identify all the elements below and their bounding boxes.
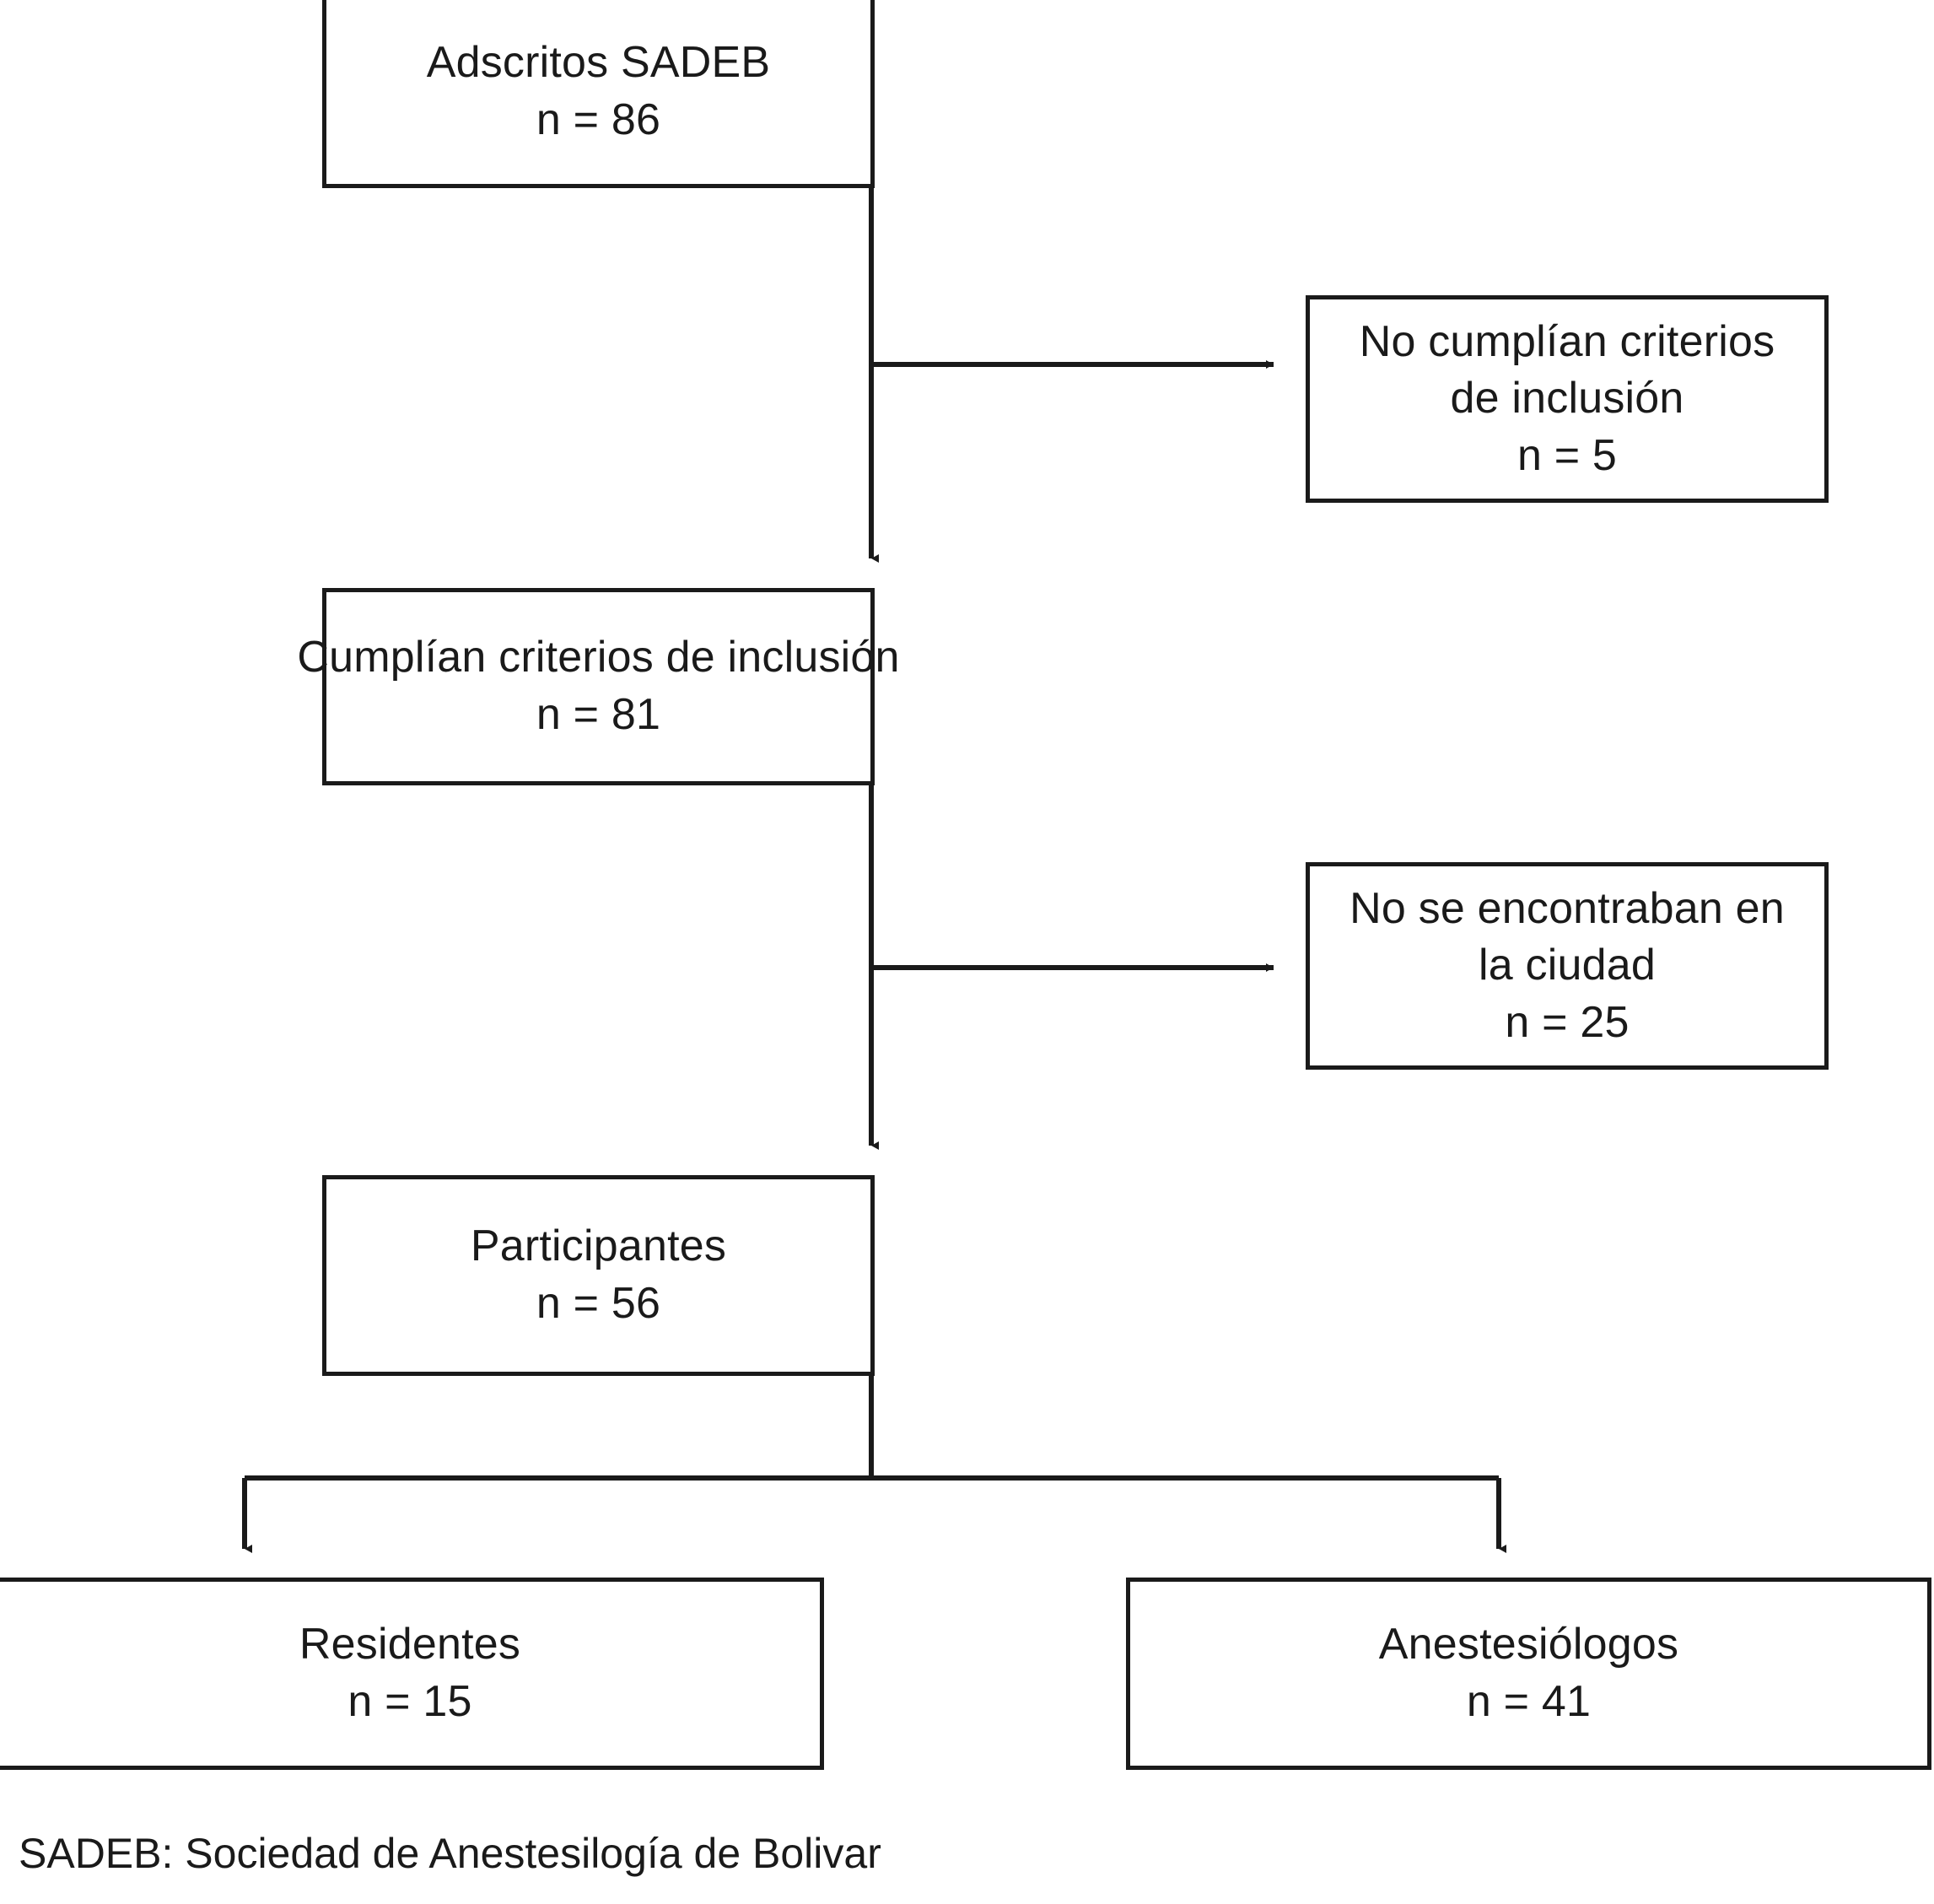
- node-residents-label: Residentes: [299, 1620, 521, 1669]
- node-met-criteria-label: Cumplían criterios de inclusión: [297, 633, 900, 682]
- node-participants-label: Participantes: [470, 1222, 727, 1271]
- node-excluded-not-in-city-label-line1: No se encontraban en: [1349, 883, 1785, 933]
- node-adscritos-label: Adscritos SADEB: [426, 38, 771, 88]
- node-met-criteria-count: n = 81: [536, 690, 661, 739]
- node-residents: Residentes n = 15: [0, 1578, 824, 1770]
- node-residents-count: n = 15: [347, 1677, 472, 1726]
- node-excluded-criteria-label-line2: de inclusión: [1450, 374, 1684, 423]
- node-excluded-not-in-city-count: n = 25: [1505, 997, 1630, 1047]
- node-met-criteria: Cumplían criterios de inclusión n = 81: [297, 588, 899, 785]
- figure-footnote: SADEB: Sociedad de Anestesilogía de Boli…: [19, 1830, 881, 1877]
- node-excluded-criteria: No cumplían criterios de inclusión n = 5: [1306, 295, 1829, 503]
- node-adscritos-count: n = 86: [536, 95, 661, 144]
- node-excluded-not-in-city-label-line2: la ciudad: [1479, 941, 1656, 990]
- node-adscritos-sadeb: Adscritos SADEB n = 86: [322, 0, 875, 188]
- node-excluded-criteria-label-line1: No cumplían criterios: [1359, 316, 1775, 366]
- node-participants: Participantes n = 56: [322, 1175, 875, 1376]
- node-excluded-criteria-count: n = 5: [1516, 430, 1618, 480]
- node-participants-count: n = 56: [536, 1279, 661, 1328]
- node-anesthesiologists-count: n = 41: [1466, 1677, 1592, 1726]
- node-excluded-not-in-city: No se encontraban en la ciudad n = 25: [1306, 862, 1829, 1070]
- node-anesthesiologists-label: Anestesiólogos: [1378, 1620, 1679, 1669]
- node-anesthesiologists: Anestesiólogos n = 41: [1126, 1578, 1931, 1770]
